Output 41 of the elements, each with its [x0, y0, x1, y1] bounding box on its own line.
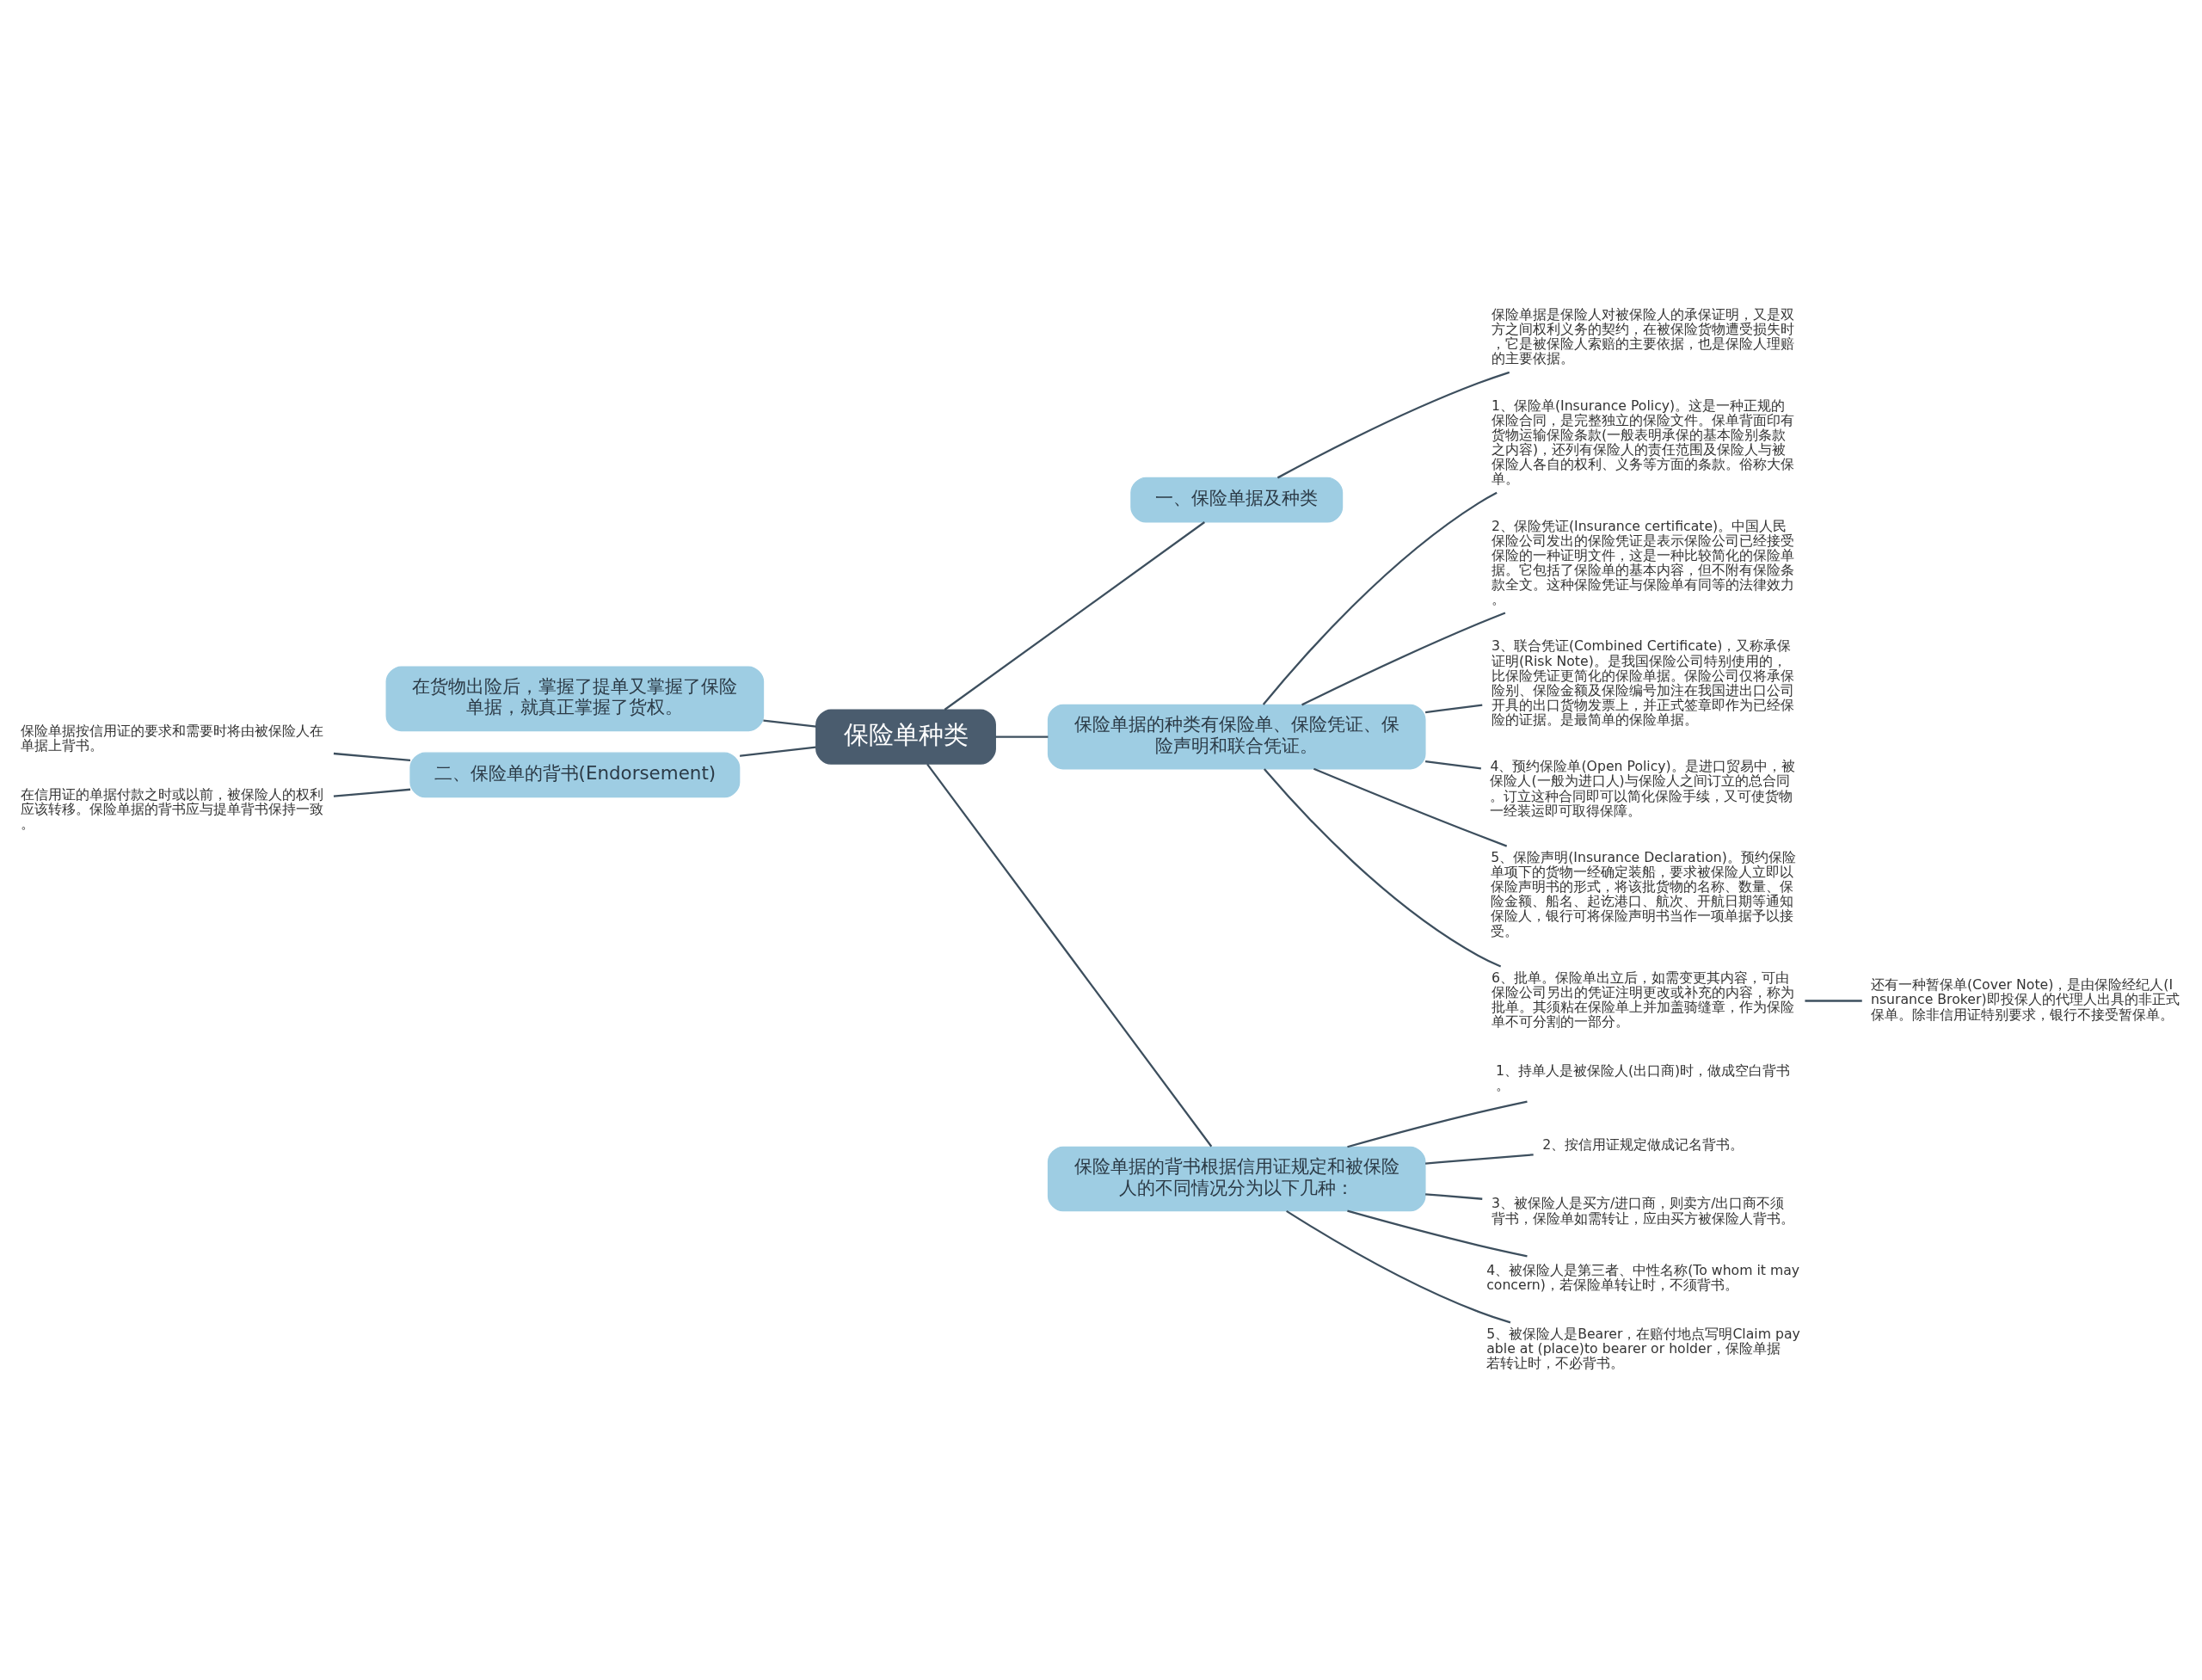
connector	[926, 763, 1213, 1148]
node-text: 3、联合凭证(Combined Certificate)，又称承保证明(Risk Note)。是我国保险公司特别使用的，比保险凭证更简化的保险单据。保险公司仅将承保险别、保险金额及保险编号加注在我国进出口公司开具的出口货物发票上，并正式签章即作为已经保险的证据。是最简单的保险单据。	[1491, 637, 1794, 729]
node-text: 1、持单人是被保险人(出口商)时，做成空白背书。	[1495, 1062, 1791, 1094]
node-text: 2、保险凭证(Insurance certificate)。中国人民保险公司发出的保险凭证是表示保险公司已经接受保险的一种证明文件，这是一种比较简化的保险单据。它包括了保险单的基本内容，但不附有保险条款全文。这种保险凭证与保险单有同等的法律效力。	[1491, 517, 1794, 608]
node-text: 5、被保险人是Bearer，在赔付地点写明Claim payable at (place)to bearer or holder，保险单据若转让时，不必背书。	[1486, 1325, 1800, 1372]
connector	[333, 752, 411, 762]
node-box: 在货物出险后，掌握了提单又掌握了保险单据，就真正掌握了货权。	[385, 666, 765, 732]
connector	[1313, 767, 1508, 847]
node-box: 保险单种类	[815, 709, 996, 765]
node-box: 二、保险单的背书(Endorsement)	[409, 752, 741, 798]
node-text: 1、保险单(Insurance Policy)。这是一种正规的保险合同，是完整独立的保险文件。保单背面印有货物运输保险条款(一般表明承保的基本险别条款之内容)，还列有保险人的责任范围及保险人与被保险人各自的权利、义务等方面的条款。俗称大保单。	[1491, 397, 1794, 488]
node-text: 2、按信用证规定做成记名背书。	[1542, 1135, 1744, 1153]
connector	[944, 521, 1205, 711]
node-box: 保险单据的背书根据信用证规定和被保险人的不同情况分为以下几种：	[1047, 1146, 1426, 1212]
connector	[1264, 768, 1502, 968]
connector	[995, 735, 1049, 738]
connector	[1347, 1209, 1528, 1258]
node-text: 还有一种暂保单(Cover Note)，是由保险经纪人(Insurance Broker)即投保人的代理人出具的非正式保单。除非信用证特别要求，银行不接受暂保单。	[1871, 976, 2180, 1023]
connector	[1424, 704, 1483, 714]
connector	[333, 788, 411, 797]
connector	[1805, 1000, 1862, 1002]
connector	[1301, 612, 1506, 706]
node-text: 保险单据按信用证的要求和需要时将由被保险人在单据上背书。	[20, 722, 323, 754]
node-text: 5、保险声明(Insurance Declaration)。预约保险单项下的货物一经确定装船，要求被保险人立即以保险声明书的形式，将该批货物的名称、数量、保险金额、船名、起讫港口、航次、开航日期等通知保险人，银行可将保险声明书当作一项单据予以接受。	[1491, 848, 1796, 939]
connector	[1276, 371, 1510, 479]
node-box: 一、保险单据及种类	[1130, 477, 1344, 523]
connector	[1347, 1100, 1528, 1148]
connector	[740, 746, 816, 757]
node-text: 在信用证的单据付款之时或以前，被保险人的权利应该转移。保险单据的背书应与提单背书保持一致。	[20, 786, 323, 833]
connector	[1286, 1209, 1511, 1324]
node-text: 6、批单。保险单出立后，如需变更其内容，可由保险公司另出的凭证注明更改或补充的内容，称为批单。其须粘在保险单上并加盖骑缝章，作为保险单不可分割的一部分。	[1491, 969, 1794, 1031]
connector	[1262, 491, 1498, 705]
node-box: 保险单据的种类有保险单、保险凭证、保险声明和联合凭证。	[1047, 704, 1426, 770]
node-text: 保险单据是保险人对被保险人的承保证明，又是双方之间权利义务的契约，在被保险货物遭受损失时，它是被保险人索赔的主要依据，也是保险人理赔的主要依据。	[1491, 305, 1794, 367]
connector	[1425, 1193, 1483, 1200]
node-text: 4、被保险人是第三者、中性名称(To whom it may concern)，若保险单转让时，不须背书。	[1486, 1261, 1800, 1293]
connector	[1424, 760, 1481, 770]
connector	[763, 719, 816, 728]
connector	[1425, 1154, 1534, 1165]
node-text: 4、预约保险单(Open Policy)。是进口贸易中，被保险人(一般为进口人)与保险人之间订立的总合同。订立这种合同即可以简化保险手续，又可使货物一经装运即可取得保障。	[1490, 758, 1795, 819]
node-text: 3、被保险人是买方/进口商，则卖方/出口商不须背书，保险单如需转让，应由买方被保险人背书。	[1491, 1195, 1794, 1227]
